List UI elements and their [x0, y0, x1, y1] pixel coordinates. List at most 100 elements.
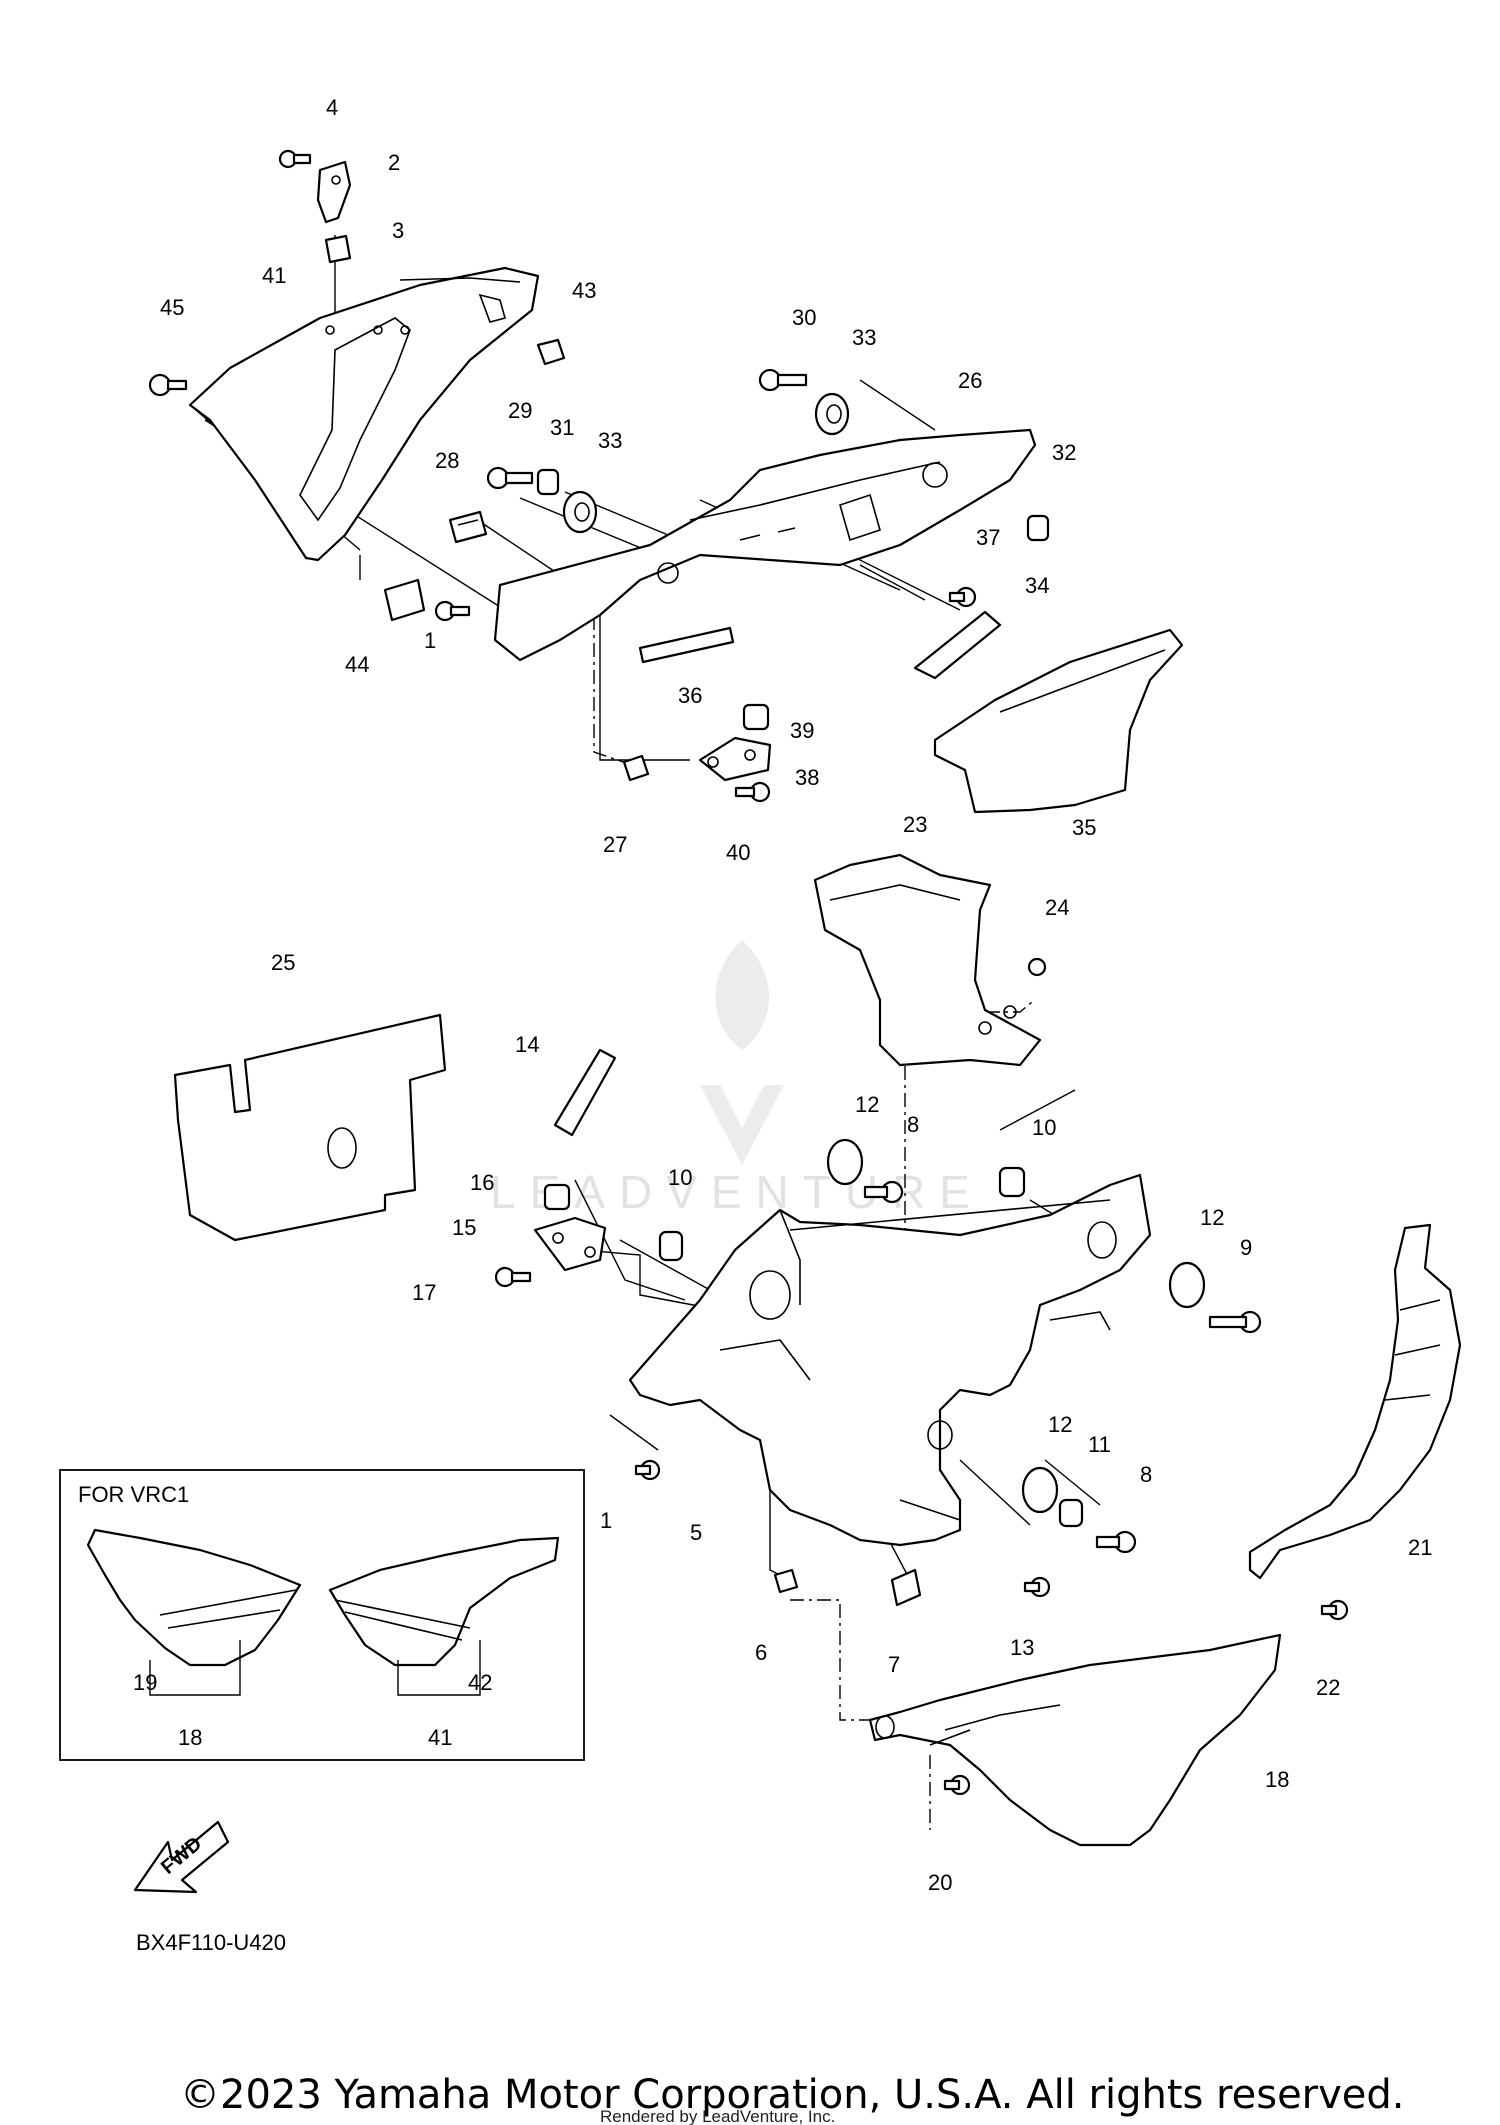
inset-title: FOR VRC1: [78, 1482, 189, 1507]
part-20-screw: [943, 1774, 971, 1796]
part-44-pad: [383, 578, 426, 622]
part-9-bolt: [1208, 1310, 1262, 1334]
part-40-bolt: [734, 781, 771, 803]
part-17-screw: [494, 1266, 532, 1288]
callout-9: 9: [1240, 1235, 1252, 1260]
callout-10b: 10: [1032, 1115, 1056, 1140]
callout-39: 39: [790, 718, 814, 743]
part-12a-grommet: [826, 1138, 864, 1186]
part-10a-collar: [658, 1230, 684, 1262]
callout-26: 26: [958, 368, 982, 393]
part-13-screw: [1023, 1576, 1051, 1598]
callout-28: 28: [435, 448, 459, 473]
callout-25: 25: [271, 950, 295, 975]
callout-8a: 8: [907, 1112, 919, 1137]
part-1-screw-upper: [434, 600, 471, 622]
callout-33a: 33: [852, 325, 876, 350]
part-45-screw: [148, 373, 188, 397]
part-7-clip-nut: [890, 1568, 922, 1607]
part-12b-grommet: [1168, 1261, 1206, 1309]
callout-30: 30: [792, 305, 816, 330]
callout-8b: 8: [1140, 1462, 1152, 1487]
part-15-bracket: [533, 1216, 607, 1272]
callout-36: 36: [678, 683, 702, 708]
callout-1b: 1: [600, 1508, 612, 1533]
part-6-nut: [773, 1568, 799, 1594]
callout-16: 16: [470, 1170, 494, 1195]
callout-34: 34: [1025, 573, 1049, 598]
callout-18b: 18: [178, 1725, 202, 1750]
callout-43: 43: [572, 278, 596, 303]
callout-45: 45: [160, 295, 184, 320]
part-16-grommet: [543, 1183, 571, 1211]
callout-3: 3: [392, 218, 404, 243]
callout-41a: 41: [262, 263, 286, 288]
copyright-notice: ©2023 Yamaha Motor Corporation, U.S.A. A…: [180, 2072, 1405, 2118]
part-11-collar: [1058, 1498, 1084, 1528]
callout-13: 13: [1010, 1635, 1034, 1660]
rendered-by-notice: Rendered by LeadVenture, Inc.: [600, 2107, 835, 2125]
part-28-clip-nut: [448, 510, 488, 544]
part-18-lower-cover: [868, 1633, 1282, 1847]
part-33b-grommet: [814, 392, 850, 436]
part-25-large-pad: [173, 1013, 447, 1242]
callout-23: 23: [903, 812, 927, 837]
part-24-nut: [1027, 957, 1047, 977]
callout-27: 27: [603, 832, 627, 857]
part-29-bolt: [486, 466, 534, 490]
part-33a-grommet: [562, 490, 598, 534]
callout-17: 17: [412, 1280, 436, 1305]
part-23-shroud-bracket: [813, 853, 1042, 1067]
callout-41b: 41: [428, 1725, 452, 1750]
callout-18a: 18: [1265, 1767, 1289, 1792]
part-31-collar: [536, 468, 560, 496]
part-2-bracket: [316, 160, 352, 224]
part-3-grommet: [324, 234, 352, 264]
callout-21: 21: [1408, 1535, 1432, 1560]
callout-14: 14: [515, 1032, 539, 1057]
callout-12b: 12: [1200, 1205, 1224, 1230]
diagram-reference-code: BX4F110-U420: [136, 1930, 286, 1955]
callout-33b: 33: [598, 428, 622, 453]
callout-44: 44: [345, 652, 369, 677]
part-32-collar: [1026, 514, 1050, 542]
part-34-strip: [913, 610, 1002, 680]
callout-15: 15: [452, 1215, 476, 1240]
part-8a-bolt: [863, 1180, 904, 1204]
callout-37: 37: [976, 525, 1000, 550]
part-39-grommet: [742, 703, 770, 731]
callout-5: 5: [690, 1520, 702, 1545]
leadventure-watermark: LEADVENTURE: [490, 940, 970, 1218]
part-41-left-cover: [188, 266, 540, 562]
part-21-side-panel: [1248, 1223, 1462, 1580]
part-22-screw: [1320, 1599, 1349, 1621]
callout-29: 29: [508, 398, 532, 423]
part-8b-bolt: [1095, 1530, 1137, 1554]
callout-4: 4: [326, 95, 338, 120]
part-14-strip: [553, 1048, 617, 1137]
callout-12a: 12: [855, 1092, 879, 1117]
part-4-screw: [278, 149, 312, 169]
callout-7: 7: [888, 1652, 900, 1677]
part-36-pad-strip: [638, 626, 735, 664]
callout-32: 32: [1052, 440, 1076, 465]
part-37-bolt: [948, 586, 977, 608]
callout-6: 6: [755, 1640, 767, 1665]
callout-labels: 4 2 3 41 45 43 30 33 26 29 31 33 32 28 3…: [133, 95, 1432, 1895]
callout-24: 24: [1045, 895, 1069, 920]
part-5-frame-bracket: [628, 1173, 1152, 1547]
callout-38: 38: [795, 765, 819, 790]
callout-20: 20: [928, 1870, 952, 1895]
callout-2: 2: [388, 150, 400, 175]
part-26-frame-rail: [493, 428, 1037, 662]
part-30-bolt: [758, 368, 808, 392]
callout-10a: 10: [668, 1165, 692, 1190]
vrc1-inset: FOR VRC1: [59, 1469, 585, 1761]
callout-40: 40: [726, 840, 750, 865]
callout-1a: 1: [424, 628, 436, 653]
callout-42: 42: [468, 1670, 492, 1695]
part-43-clip: [536, 338, 566, 366]
callout-35: 35: [1072, 815, 1096, 840]
callout-12c: 12: [1048, 1412, 1072, 1437]
